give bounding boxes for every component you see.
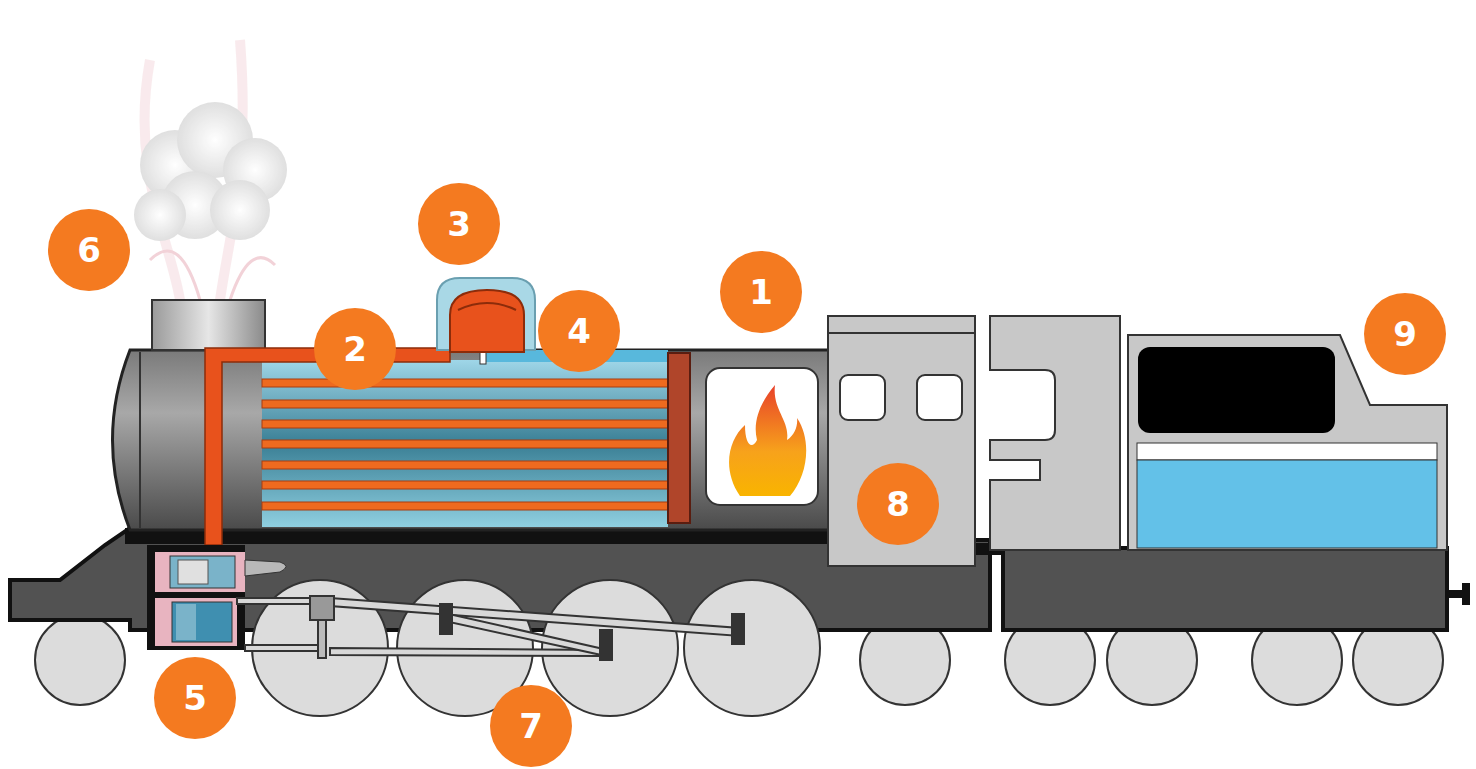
callout-number: 8: [857, 463, 939, 545]
callout-number: 6: [48, 209, 130, 291]
callout-number: 9: [1364, 293, 1446, 375]
callout-number: 3: [418, 183, 500, 265]
callout-number: 7: [490, 685, 572, 767]
callout-number: 1: [720, 251, 802, 333]
callout-number: 2: [314, 308, 396, 390]
callout-number: 4: [538, 290, 620, 372]
callout-number: 5: [154, 657, 236, 739]
